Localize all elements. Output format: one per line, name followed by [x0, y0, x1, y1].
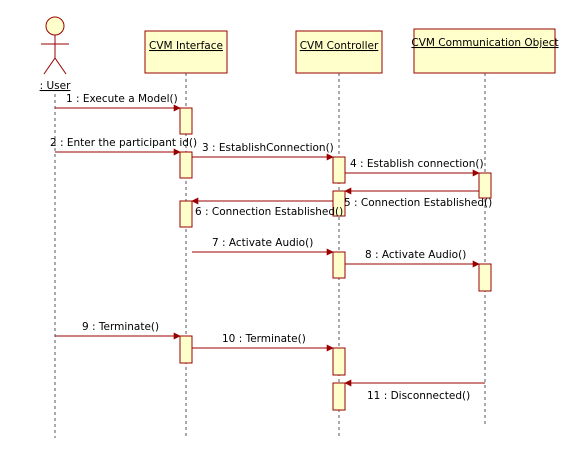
participant-box-comm: [413, 28, 556, 74]
actor-leg-left: [43, 57, 56, 75]
message-label: 4 : Establish connection(): [350, 158, 484, 170]
activation-bar: [179, 151, 193, 179]
participant-label-controller: CVM Controller: [300, 40, 379, 52]
activation-bar: [179, 335, 193, 364]
message-label: 10 : Terminate(): [222, 333, 306, 345]
message-10: 10 : Terminate(): [192, 333, 334, 352]
message-label: 8 : Activate Audio(): [365, 249, 466, 261]
message-label: 3 : EstablishConnection(): [202, 142, 334, 154]
message-8: 8 : Activate Audio(): [345, 249, 480, 268]
activation-bar: [478, 172, 492, 199]
participant-box-interface: [144, 30, 228, 74]
activation-bar: [332, 251, 346, 279]
message-11: 11 : Disconnected(): [344, 379, 485, 402]
actor-head: [45, 16, 65, 36]
message-5: 5 : Connection Established(): [344, 187, 492, 209]
participant-label-user: : User: [40, 80, 71, 92]
activation-bar: [332, 190, 346, 217]
activation-bar: [332, 156, 346, 184]
participant-interface: CVM Interface: [144, 30, 228, 74]
activation-bar: [332, 347, 346, 376]
message-label: 5 : Connection Established(): [344, 197, 492, 209]
message-label: 7 : Activate Audio(): [212, 237, 313, 249]
message-label: 1 : Execute a Model(): [66, 93, 178, 105]
message-label: 9 : Terminate(): [82, 321, 159, 333]
participant-label-interface: CVM Interface: [149, 40, 223, 52]
message-7: 7 : Activate Audio(): [192, 237, 334, 256]
participant-label-comm: CVM Communication Object: [411, 37, 558, 49]
message-label: 6 : Connection Established(): [195, 206, 343, 218]
message-9: 9 : Terminate(): [55, 321, 181, 340]
participant-box-controller: [295, 30, 383, 74]
message-label: 2 : Enter the participant id(): [50, 137, 197, 149]
message-3: 3 : EstablishConnection(): [192, 142, 334, 161]
activation-bar: [478, 263, 492, 292]
activation-bar: [332, 382, 346, 411]
participant-comm: CVM Communication Object: [411, 28, 559, 74]
activation-bar: [179, 107, 193, 135]
actor-leg-right: [54, 57, 67, 75]
message-6: 6 : Connection Established(): [191, 197, 343, 218]
message-4: 4 : Establish connection(): [345, 158, 484, 177]
message-label: 11 : Disconnected(): [367, 390, 470, 402]
message-2: 2 : Enter the participant id(): [50, 137, 197, 156]
message-1: 1 : Execute a Model(): [55, 93, 181, 112]
actor-user: : User: [40, 16, 71, 92]
activation-bar: [179, 200, 193, 228]
participant-controller: CVM Controller: [295, 30, 383, 74]
